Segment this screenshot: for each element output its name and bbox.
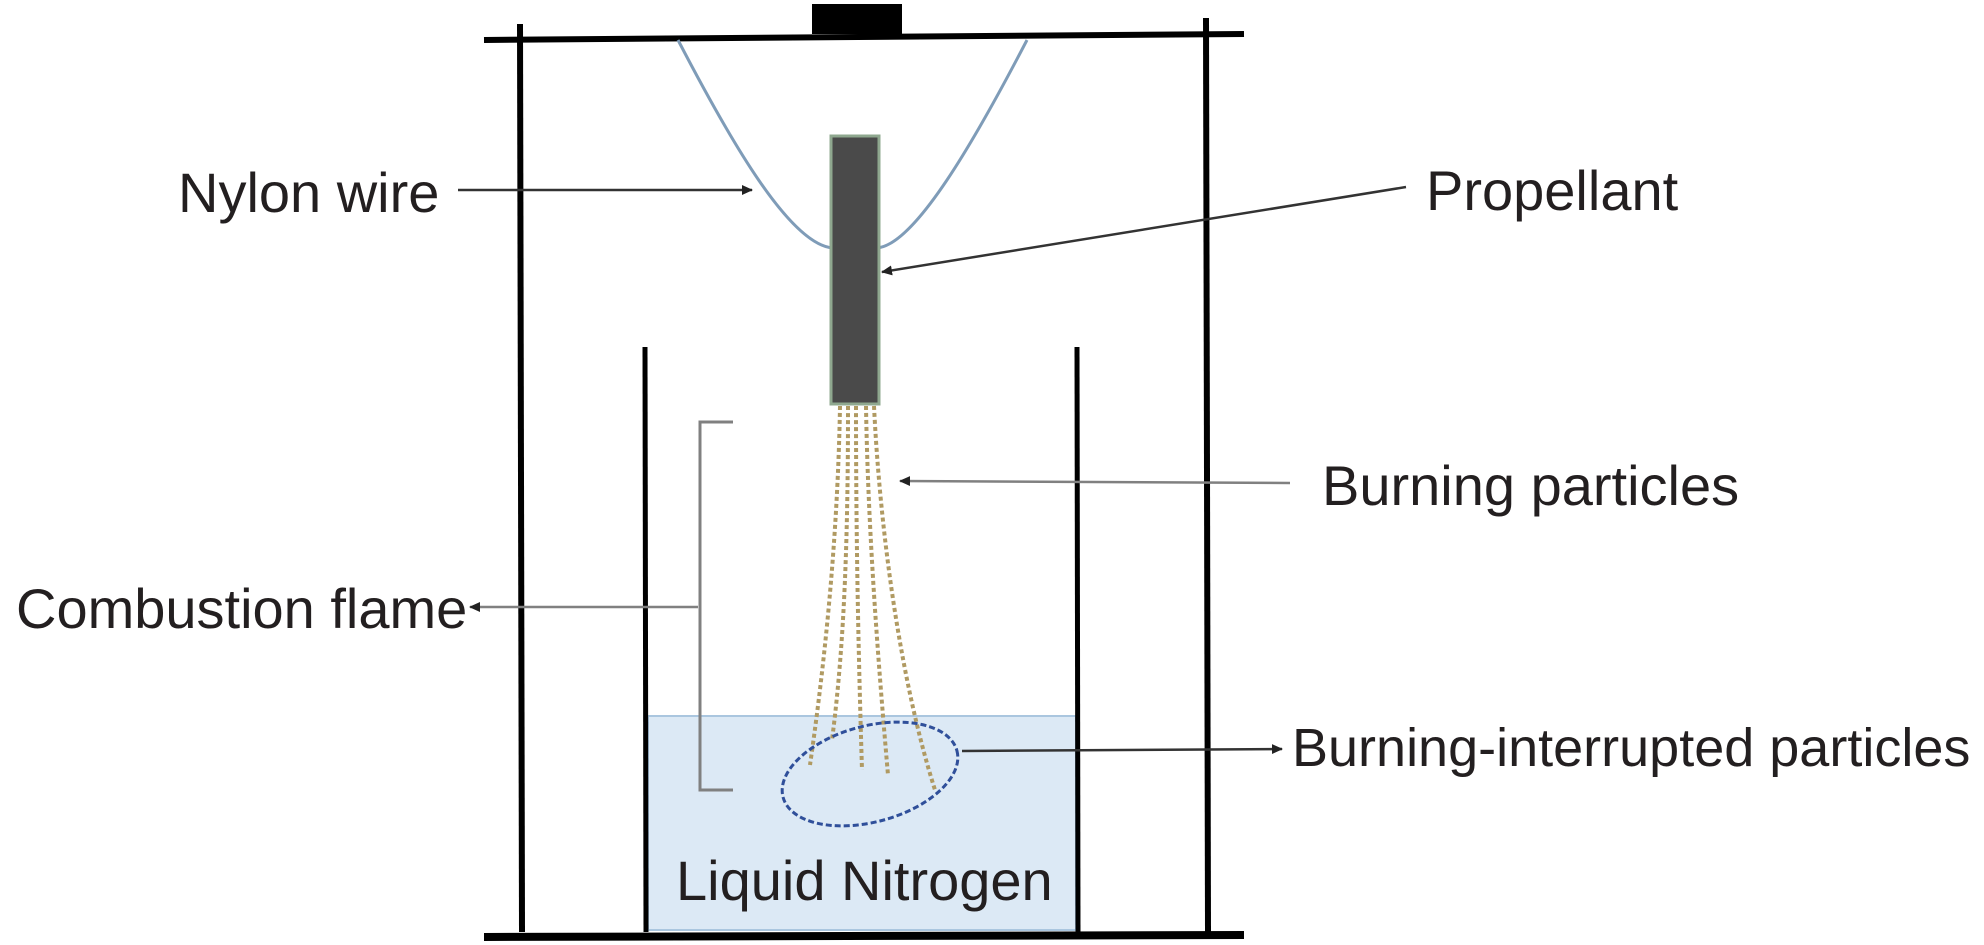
base-bar (483, 931, 1245, 941)
outer-wall-right (1203, 17, 1211, 933)
propellant-label: Propellant (1426, 159, 1679, 222)
nylon-wire (676, 39, 1029, 250)
interrupted-particles-arrow (961, 744, 1283, 755)
inner-wall-left (642, 346, 649, 933)
propellant-arrow (881, 185, 1407, 276)
outer-wall-left (517, 23, 525, 933)
burning-particles-label: Burning particles (1322, 454, 1739, 517)
liquid-nitrogen-label: Liquid Nitrogen (676, 849, 1053, 912)
inner-wall-right (1074, 346, 1081, 933)
nylon-wire-label: Nylon wire (178, 161, 439, 224)
interrupted-particles-ellipse (780, 720, 960, 828)
cap-block (812, 4, 902, 34)
burning-particle-trails (808, 405, 937, 791)
top-bar (483, 31, 1245, 43)
combustion-flame-bracket (698, 420, 733, 792)
combustion-flame-label: Combustion flame (16, 577, 467, 640)
burning-interrupted-particles-label: Burning-interrupted particles (1292, 718, 1970, 778)
burning-particles-arrow (899, 476, 1291, 487)
propellant-block (829, 134, 881, 406)
